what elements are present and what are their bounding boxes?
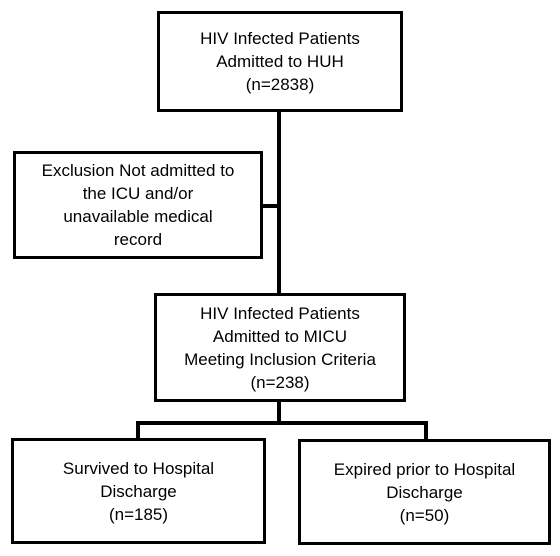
node-expired: Expired prior to Hospital Discharge (n=5… xyxy=(298,439,551,545)
exclusion-connector-line xyxy=(261,204,279,208)
node-admitted-huh-text: HIV Infected Patients Admitted to HUH (n… xyxy=(200,29,360,94)
branch-horizontal-line xyxy=(136,421,428,425)
node-admitted-micu: HIV Infected Patients Admitted to MICU M… xyxy=(154,293,406,402)
branch-left-line xyxy=(136,421,140,441)
node-exclusion: Exclusion Not admitted to the ICU and/or… xyxy=(13,151,263,259)
branch-right-line xyxy=(424,421,428,442)
trunk-line-bottom xyxy=(277,400,281,424)
node-expired-text: Expired prior to Hospital Discharge (n=5… xyxy=(333,459,516,525)
node-admitted-micu-text: HIV Infected Patients Admitted to MICU M… xyxy=(184,303,376,392)
node-admitted-huh: HIV Infected Patients Admitted to HUH (n… xyxy=(157,11,403,112)
node-survived-text: Survived to Hospital Discharge (n=185) xyxy=(62,458,215,524)
trunk-line-top xyxy=(277,110,281,296)
node-survived: Survived to Hospital Discharge (n=185) xyxy=(11,438,266,544)
node-exclusion-text: Exclusion Not admitted to the ICU and/or… xyxy=(41,161,235,249)
